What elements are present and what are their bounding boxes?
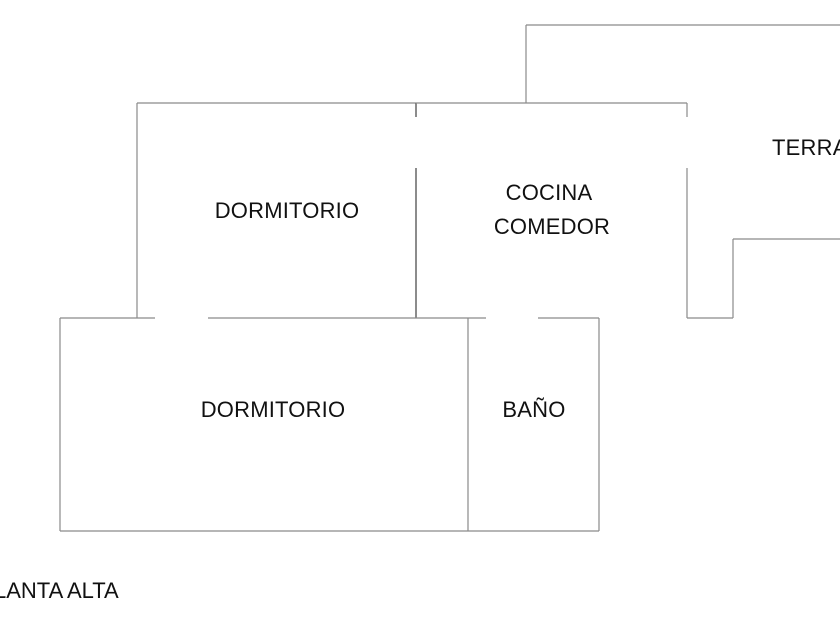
bedroom-upper-label: DORMITORIO [214,198,360,223]
bathroom-label: BAÑO [502,397,566,422]
kitchen-walls [416,102,688,318]
plan-title: LANTA ALTA [0,578,119,603]
terrace-label: TERRA [772,135,840,160]
kitchen-label-line2: COMEDOR [493,214,611,239]
bedroom-lower-label: DORMITORIO [200,397,346,422]
terrace-walls [525,24,840,319]
lower-rooms-walls [59,318,600,532]
bedroom-upper-walls [136,102,416,318]
kitchen-label-line1: COCINA [505,180,593,205]
